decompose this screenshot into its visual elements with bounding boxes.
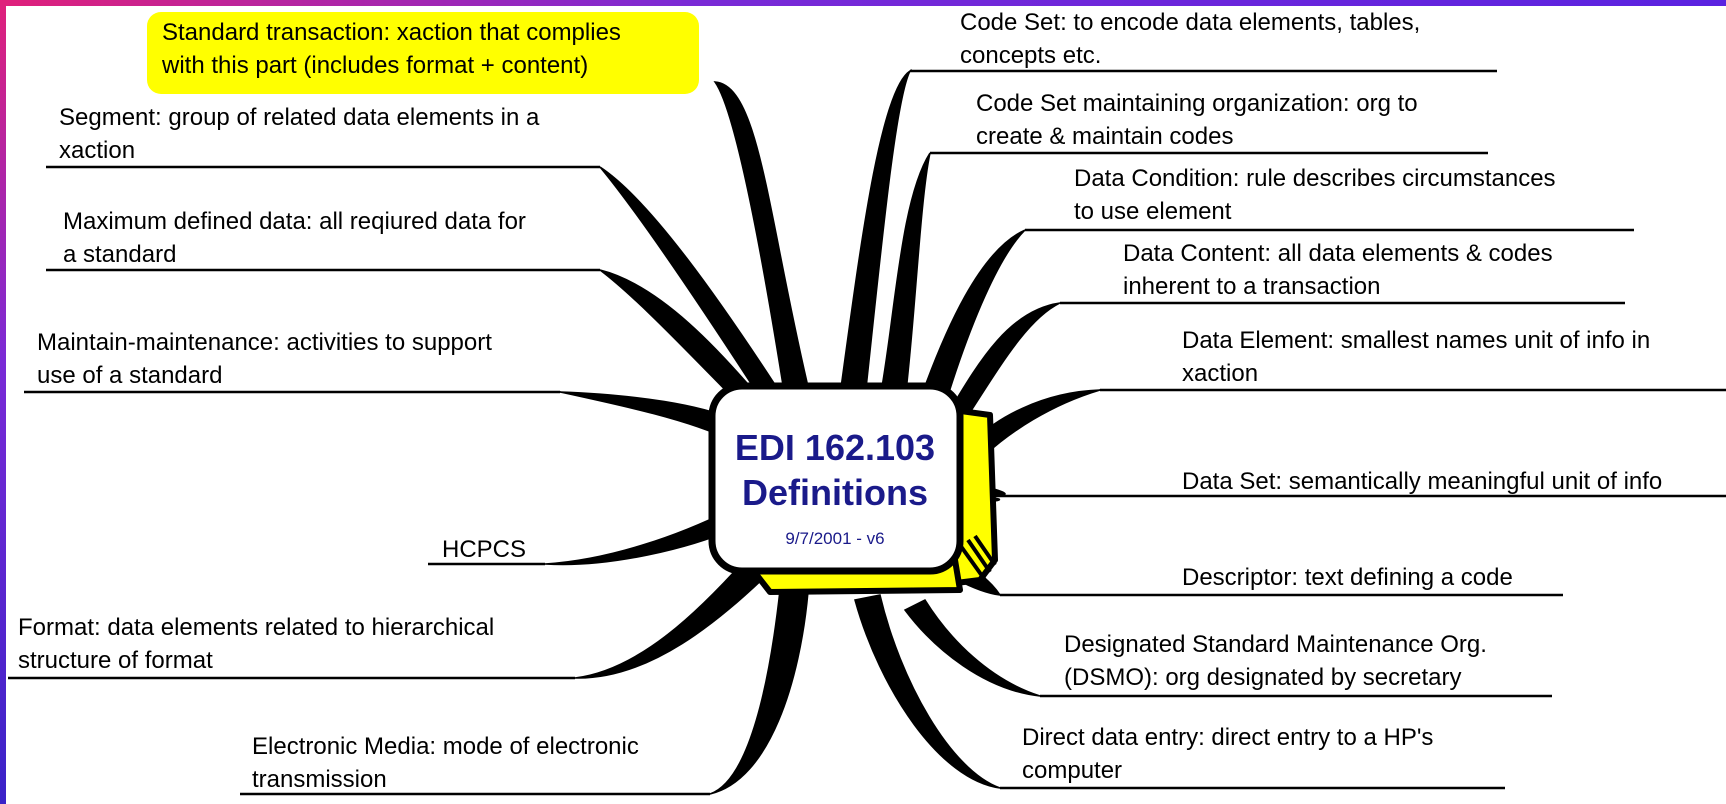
left-border-bar [0, 0, 6, 804]
label-electronic-media: Electronic Media: mode of electronic tra… [252, 733, 639, 793]
center-box-hatch [966, 538, 992, 574]
branch-format [574, 559, 772, 679]
label-maximum-defined-data: Maximum defined data: all reqiured data … [63, 208, 526, 268]
label-code-set: Code Set: to encode data elements, table… [960, 9, 1421, 69]
label-code-set-maintaining-org: Code Set maintaining organization: org t… [976, 90, 1418, 150]
center-title-line2: Definitions [742, 472, 928, 513]
center-box-face [708, 382, 964, 575]
center-version: 9/7/2001 - v6 [785, 529, 885, 548]
label-standard-transaction: Standard transaction: xaction that compl… [162, 19, 621, 79]
label-format: Format: data elements related to hierarc… [18, 614, 495, 674]
label-data-condition: Data Condition: rule describes circumsta… [1074, 165, 1556, 225]
label-segment: Segment: group of related data elements … [59, 104, 540, 164]
label-maintain-maintenance: Maintain-maintenance: activities to supp… [37, 329, 492, 389]
label-hcpcs: HCPCS [442, 536, 527, 563]
center-title-line1: EDI 162.103 [734, 427, 936, 468]
top-border-bar [0, 0, 1726, 6]
center-box-hatch [958, 543, 987, 582]
branch-dsmo [903, 599, 1041, 697]
branch-electronic-media [709, 589, 809, 795]
center-box-hatch [973, 534, 997, 567]
label-data-content: Data Content: all data elements & codes … [1123, 240, 1553, 300]
label-direct-data-entry: Direct data entry: direct entry to a HP'… [1022, 724, 1434, 784]
center-title-block: EDI 162.103 Definitions 9/7/2001 - v6 [700, 425, 970, 549]
label-data-element: Data Element: smallest names unit of inf… [1182, 327, 1651, 387]
label-data-set: Data Set: semantically meaningful unit o… [1182, 468, 1663, 495]
branch-direct-data-entry [854, 594, 1001, 789]
label-descriptor: Descriptor: text defining a code [1182, 564, 1513, 591]
standard-transaction-highlight [147, 12, 699, 94]
label-dsmo: Designated Standard Maintenance Org. (DS… [1064, 631, 1487, 691]
